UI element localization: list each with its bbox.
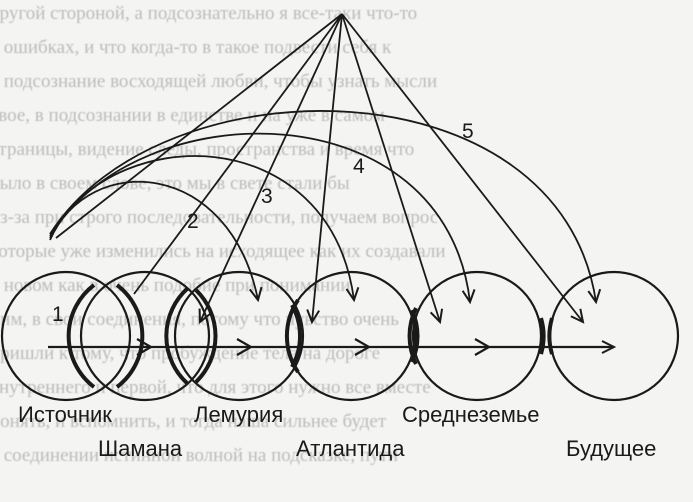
overlap-2 (115, 283, 145, 389)
overlap-9 (547, 317, 554, 355)
ray-6 (341, 13, 585, 324)
background-text-line: другой стороной, а подсознательно я все-… (0, 3, 418, 24)
circle-lemuriya (173, 270, 305, 402)
chevron-2 (236, 338, 254, 356)
number-4: 4 (353, 155, 365, 178)
background-text-line: понять, и вспомнить, и тогда наша сильне… (0, 411, 387, 432)
circle-istochnik (0, 270, 132, 402)
ray-4 (306, 13, 343, 325)
background-text-line: страницы, видение следы, пространства и … (0, 139, 415, 160)
arc-1 (49, 181, 263, 303)
arc-4 (49, 110, 602, 305)
number-2: 2 (187, 210, 199, 233)
label-budushchee: Будущее (566, 436, 657, 461)
label-sredinnozemye: Среднеземье (402, 402, 540, 427)
background-text-line: в соединении истинной волной на подсказк… (0, 445, 399, 466)
overlap-4 (194, 288, 218, 384)
circle-atlantida (285, 270, 417, 402)
background-text-line: которые уже изменились на исходящее как … (0, 241, 446, 262)
label-atlantida: Атлантида (296, 436, 405, 461)
label-istochnik: Источник (18, 402, 112, 427)
overlap-10 (539, 317, 546, 355)
ray-5 (341, 13, 444, 325)
ray-2 (133, 13, 343, 295)
chevron-3 (354, 338, 372, 356)
label-lemuriya: Лемурия (194, 402, 284, 427)
ray-1 (55, 13, 343, 239)
arc-3 (49, 132, 476, 305)
background-text-line: пришли к тому, что пробуждение тела на д… (0, 343, 381, 364)
overlap-1 (66, 283, 96, 389)
chevron-1 (136, 338, 154, 356)
ray-3 (198, 13, 343, 325)
label-shamana: Шамана (98, 436, 183, 461)
background-text-line: в подсознание восходящей любви, чтобы уз… (0, 71, 438, 92)
overlap-6 (290, 304, 303, 368)
chevron-4 (474, 338, 492, 356)
overlap-3 (164, 286, 190, 386)
number-3: 3 (261, 185, 273, 208)
number-5: 5 (462, 120, 474, 143)
circle-sredinnozemye (411, 270, 543, 402)
number-1: 1 (52, 303, 64, 326)
circle-budushchee (548, 270, 680, 402)
overlap-8 (410, 309, 420, 363)
circle-shamana (79, 270, 211, 402)
background-text-line: твое, в подсознании в единстве и на уже … (0, 105, 385, 126)
